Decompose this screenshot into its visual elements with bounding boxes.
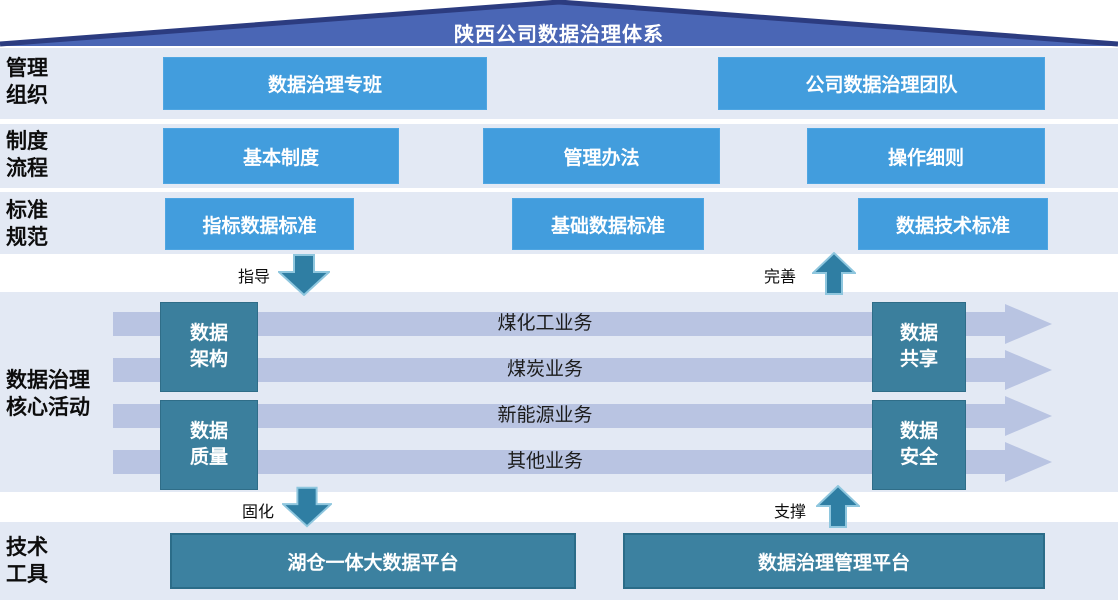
- band-label-management-org: 管理 组织: [6, 57, 48, 107]
- stream-arrow: [113, 312, 1005, 336]
- diagram-title: 陕西公司数据治理体系: [454, 24, 664, 46]
- box-management-measures: 管理办法: [483, 128, 720, 184]
- stream-arrow: [113, 450, 1005, 474]
- stream-label-new-energy: 新能源业务: [497, 405, 593, 426]
- box-data-governance-taskforce: 数据治理专班: [163, 57, 487, 110]
- stream-arrow: [113, 404, 1005, 428]
- label-solidify: 固化: [241, 504, 274, 521]
- band-tech-tools: 技术 工具 湖仓一体大数据平台 数据治理管理平台: [0, 522, 1118, 600]
- box-basic-system: 基本制度: [163, 128, 399, 184]
- stream-arrowhead: [1005, 396, 1052, 436]
- down-arrow-icon: [282, 486, 332, 528]
- up-arrow-icon: [812, 252, 856, 295]
- band-management-org: 管理 组织 数据治理专班 公司数据治理团队: [0, 48, 1118, 119]
- down-arrow-icon: [278, 254, 330, 296]
- band-core-activities: 数据治理 核心活动 煤化工业务 煤炭业务 新能源业务 其他业务 数据 架构 数据…: [0, 292, 1118, 492]
- band-standards: 标准 规范 指标数据标准 基础数据标准 数据技术标准: [0, 192, 1118, 254]
- stream-arrowhead: [1005, 350, 1052, 390]
- band-label-standards: 标准 规范: [6, 199, 48, 249]
- box-data-architecture: 数据 架构: [160, 302, 258, 392]
- up-arrow-icon: [816, 485, 860, 528]
- band-label-tech-tools: 技术 工具: [6, 536, 48, 586]
- stream-arrowhead: [1005, 442, 1052, 482]
- box-data-tech-standard: 数据技术标准: [858, 198, 1048, 250]
- band-policy-process: 制度 流程 基本制度 管理办法 操作细则: [0, 124, 1118, 188]
- box-data-sharing: 数据 共享: [872, 302, 966, 392]
- stream-label-coal: 煤炭业务: [506, 359, 583, 380]
- box-data-security: 数据 安全: [872, 400, 966, 490]
- band-label-policy-process: 制度 流程: [6, 130, 48, 180]
- box-indicator-data-standard: 指标数据标准: [165, 198, 354, 250]
- box-lakehouse-bigdata-platform: 湖仓一体大数据平台: [170, 533, 576, 589]
- stream-label-coal-chemical: 煤化工业务: [497, 313, 593, 334]
- stream-arrow: [113, 358, 1005, 382]
- box-operation-rules: 操作细则: [807, 128, 1045, 184]
- label-support: 支撑: [773, 504, 806, 521]
- label-guide: 指导: [237, 269, 270, 286]
- box-data-quality: 数据 质量: [160, 400, 258, 490]
- band-label-core-activities: 数据治理 核心活动: [6, 369, 90, 419]
- box-company-data-governance-team: 公司数据治理团队: [718, 57, 1045, 110]
- box-data-governance-platform: 数据治理管理平台: [623, 533, 1045, 589]
- stream-arrowhead: [1005, 304, 1052, 344]
- box-basic-data-standard: 基础数据标准: [512, 198, 704, 250]
- label-refine: 完善: [763, 269, 796, 286]
- roof-shape: [0, 0, 1118, 47]
- stream-label-other-business: 其他业务: [506, 451, 583, 472]
